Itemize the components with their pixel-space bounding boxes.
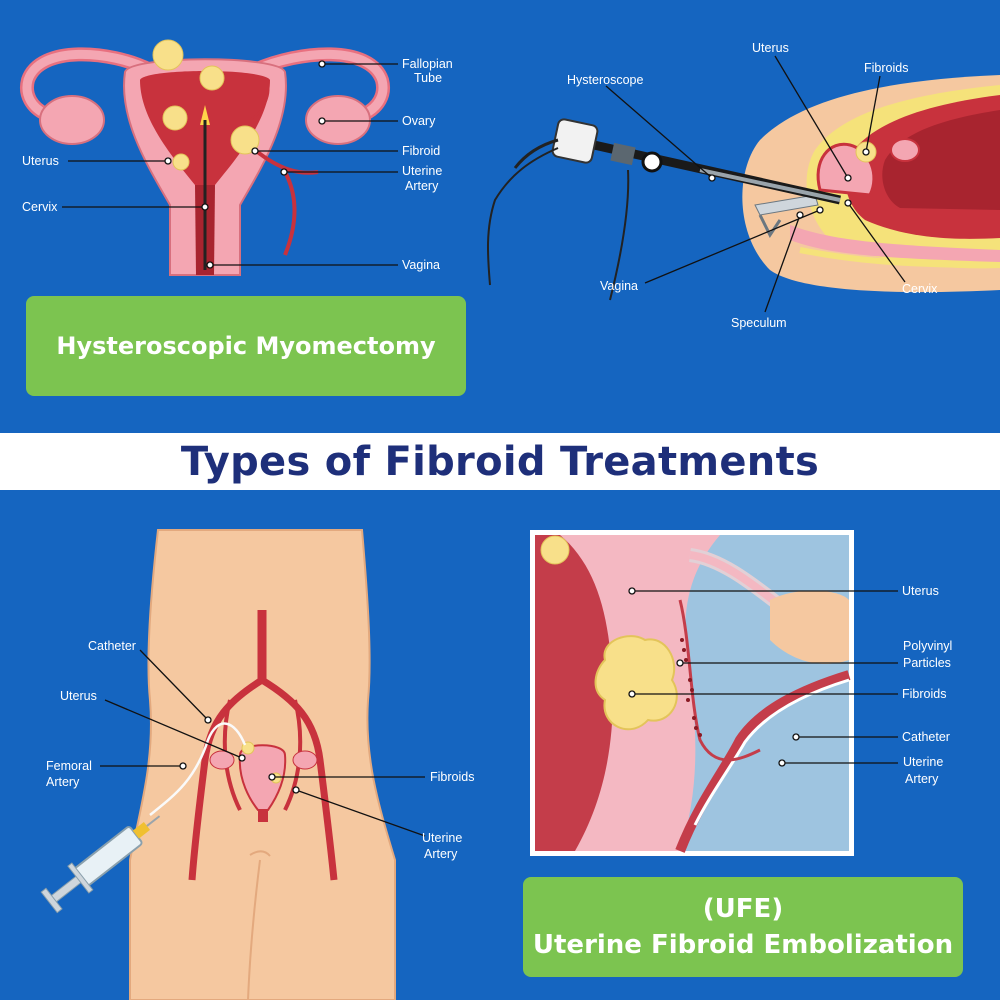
label-uterus-closeup: Uterus — [902, 584, 939, 598]
label-fallopian-tube-1: Fallopian — [402, 57, 453, 71]
label-catheter-body: Catheter — [88, 639, 136, 653]
hysteroscope-procedure-illustration — [487, 75, 1000, 301]
title-band: Types of Fibroid Treatments — [0, 433, 1000, 490]
label-uterus-procedure: Uterus — [752, 41, 789, 55]
ufe-closeup-label-lines — [628, 587, 898, 767]
anatomy-labels: Fallopian Tube Ovary Uterus Fibroid Uter… — [22, 57, 453, 272]
label-uterine-artery-closeup-1: Uterine — [903, 755, 943, 769]
ufe-body-labels: Catheter Uterus Femoral Artery Fibroids … — [46, 639, 474, 861]
label-vagina-procedure: Vagina — [600, 279, 638, 293]
anatomy-label-lines — [62, 60, 398, 269]
label-femoral-artery-1: Femoral — [46, 759, 92, 773]
label-cervix: Cervix — [22, 200, 58, 214]
label-cervix-procedure: Cervix — [902, 282, 938, 296]
label-uterine-artery-body-2: Artery — [424, 847, 458, 861]
label-fibroid: Fibroid — [402, 144, 440, 158]
label-hysteroscope: Hysteroscope — [567, 73, 643, 87]
caption-hysteroscopic-text: Hysteroscopic Myomectomy — [56, 332, 436, 360]
label-polyvinyl-particles-1: Polyvinyl — [903, 639, 952, 653]
caption-ufe: (UFE) Uterine Fibroid Embolization — [523, 877, 963, 977]
ufe-closeup-labels: Uterus Polyvinyl Particles Fibroids Cath… — [902, 584, 952, 786]
label-polyvinyl-particles-2: Particles — [903, 656, 951, 670]
caption-hysteroscopic-myomectomy: Hysteroscopic Myomectomy — [26, 296, 466, 396]
label-fibroids-body: Fibroids — [430, 770, 474, 784]
ufe-body-label-lines — [100, 649, 426, 837]
ufe-closeup-illustration — [530, 530, 854, 856]
label-fibroids-closeup: Fibroids — [902, 687, 946, 701]
label-uterine-artery-2: Artery — [405, 179, 439, 193]
label-uterus-body: Uterus — [60, 689, 97, 703]
label-uterine-artery-body-1: Uterine — [422, 831, 462, 845]
label-fallopian-tube-2: Tube — [414, 71, 442, 85]
label-vagina: Vagina — [402, 258, 440, 272]
label-uterine-artery-1: Uterine — [402, 164, 442, 178]
label-femoral-artery-2: Artery — [46, 775, 80, 789]
label-speculum: Speculum — [731, 316, 787, 330]
label-uterine-artery-closeup-2: Artery — [905, 772, 939, 786]
label-fibroids-procedure: Fibroids — [864, 61, 908, 75]
ufe-body-illustration — [40, 529, 396, 1000]
page-title: Types of Fibroid Treatments — [180, 438, 820, 485]
procedure-label-lines — [605, 55, 906, 313]
caption-ufe-abbrev: (UFE) — [702, 894, 784, 924]
caption-ufe-full: Uterine Fibroid Embolization — [532, 930, 954, 960]
procedure-labels: Uterus Fibroids Hysteroscope Vagina Cerv… — [567, 41, 938, 330]
uterus-anatomy-illustration — [20, 39, 390, 276]
label-catheter-closeup: Catheter — [902, 730, 950, 744]
label-uterus: Uterus — [22, 154, 59, 168]
label-ovary: Ovary — [402, 114, 436, 128]
